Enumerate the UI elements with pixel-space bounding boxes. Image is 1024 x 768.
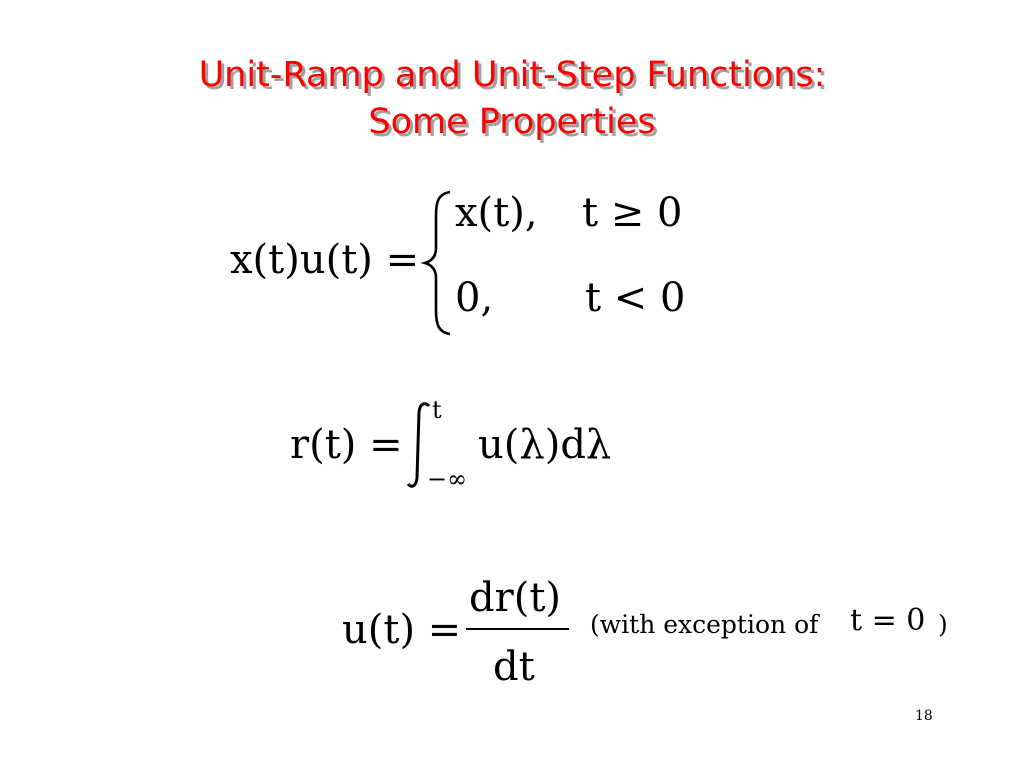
eq2-lower-limit: −∞ bbox=[427, 465, 468, 493]
eq1-case1-value: x(t), bbox=[455, 190, 538, 236]
eq2-upper-limit: t bbox=[432, 396, 442, 424]
eq1-case2-condition: t < 0 bbox=[585, 275, 686, 321]
eq3-lhs: u(t) = bbox=[342, 607, 462, 653]
slide-title: Unit-Ramp and Unit-Step Functions: Some … bbox=[0, 52, 1024, 146]
eq2-lhs: r(t) = bbox=[290, 422, 403, 468]
eq3-denominator: dt bbox=[493, 644, 535, 690]
eq3-note-close: ) bbox=[938, 610, 948, 639]
integral-sign-icon bbox=[406, 402, 431, 488]
eq3-numerator: dr(t) bbox=[469, 575, 562, 621]
eq1-case2-value: 0, bbox=[455, 275, 494, 321]
page-number: 18 bbox=[915, 708, 933, 724]
fraction-bar bbox=[466, 628, 569, 630]
eq1-case1-condition: t ≥ 0 bbox=[582, 190, 683, 236]
eq3-note: (with exception of bbox=[590, 610, 819, 639]
title-line-1: Unit-Ramp and Unit-Step Functions: bbox=[198, 55, 826, 95]
eq2-integrand: u(λ)dλ bbox=[478, 422, 612, 468]
eq3-note-math: t = 0 bbox=[850, 603, 926, 638]
left-brace-icon bbox=[420, 190, 451, 336]
title-line-2: Some Properties bbox=[368, 102, 656, 142]
eq1-lhs: x(t)u(t) = bbox=[230, 237, 420, 283]
